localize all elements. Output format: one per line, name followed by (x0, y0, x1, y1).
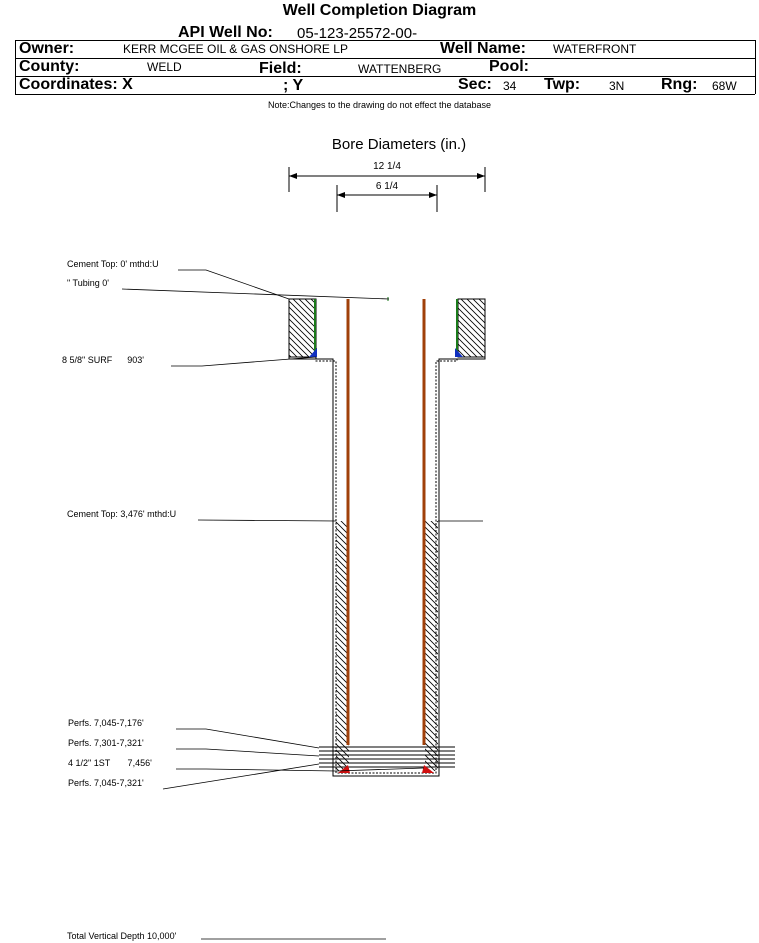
database-note: Note:Changes to the drawing do not effec… (268, 100, 491, 110)
field-value: WATTENBERG (358, 62, 442, 76)
twp-value: 3N (609, 79, 625, 93)
sec-label: Sec: (458, 76, 492, 93)
cement-top-surface-leader (178, 269, 290, 300)
bore-diameter-label-2: 6 1/4 (376, 181, 399, 192)
surface-casing-leader (171, 356, 317, 367)
diagram-title: Well Completion Diagram (282, 2, 477, 19)
header-rule-3 (15, 76, 755, 77)
coordinates-y-label: ; Y (283, 77, 304, 94)
perfs-2-leader (176, 748, 320, 757)
surface-cement-right (457, 298, 486, 358)
owner-value: KERR MCGEE OIL & GAS ONSHORE LP (123, 42, 348, 56)
api-well-value: 05-123-25572-00- (297, 25, 418, 42)
production-casing-label: 4 1/2" 1ST 7,456' (68, 758, 152, 768)
well-name-value: WATERFRONT (553, 42, 637, 56)
api-well-label: API Well No: (178, 24, 273, 41)
perfs-3-leader (162, 763, 320, 790)
cement-top-production-label: Cement Top: 3,476' mthd:U (67, 509, 176, 519)
perforation-lines (319, 746, 455, 768)
perfs-3-label: Perfs. 7,045-7,321' (68, 778, 144, 788)
cement-top-surface-label: Cement Top: 0' mthd:U (67, 259, 159, 269)
field-label: Field: (259, 60, 302, 77)
bore-dimension-12-1-4: 12 1/4 (288, 161, 486, 192)
surface-casing-shoe-right (455, 348, 463, 357)
perfs-1-leader (176, 728, 320, 749)
bore-diameter-label-1: 12 1/4 (373, 161, 401, 172)
cement-top-production-leader (197, 519, 337, 522)
rng-label: Rng: (661, 76, 698, 93)
coordinates-x-label: Coordinates: X (19, 76, 133, 93)
rng-value: 68W (712, 79, 737, 93)
surface-cement-left (288, 298, 317, 358)
tubing-label: " Tubing 0' (67, 278, 109, 288)
production-shoe-right (422, 765, 434, 773)
header-right-edge (755, 40, 756, 94)
borehole-outline-outer (288, 357, 486, 777)
county-label: County: (19, 58, 80, 75)
production-casing-leader (176, 767, 425, 772)
bore-dimension-6-1-4: 6 1/4 (336, 181, 438, 212)
owner-label: Owner: (19, 40, 75, 57)
well-name-label: Well Name: (440, 40, 526, 57)
twp-label: Twp: (544, 76, 581, 93)
borehole-outline-inner (315, 357, 458, 774)
surface-casing-label: 8 5/8" SURF 903' (62, 355, 144, 365)
header-rule-2 (15, 58, 755, 59)
header-left-edge (15, 40, 16, 94)
surface-casing-shoe-left (309, 348, 317, 357)
header-rule-4 (15, 94, 755, 95)
production-cement-right (425, 521, 438, 771)
county-value: WELD (147, 60, 182, 74)
production-cement-left (336, 521, 349, 771)
sec-value: 34 (503, 79, 517, 93)
total-depth-label: Total Vertical Depth 10,000' (67, 931, 177, 941)
pool-label: Pool: (489, 58, 529, 75)
header-rule-1 (15, 40, 755, 41)
bore-diameters-title: Bore Diameters (in.) (332, 136, 466, 153)
perfs-1-label: Perfs. 7,045-7,176' (68, 718, 144, 728)
tubing-leader (121, 288, 390, 300)
perfs-2-label: Perfs. 7,301-7,321' (68, 738, 144, 748)
